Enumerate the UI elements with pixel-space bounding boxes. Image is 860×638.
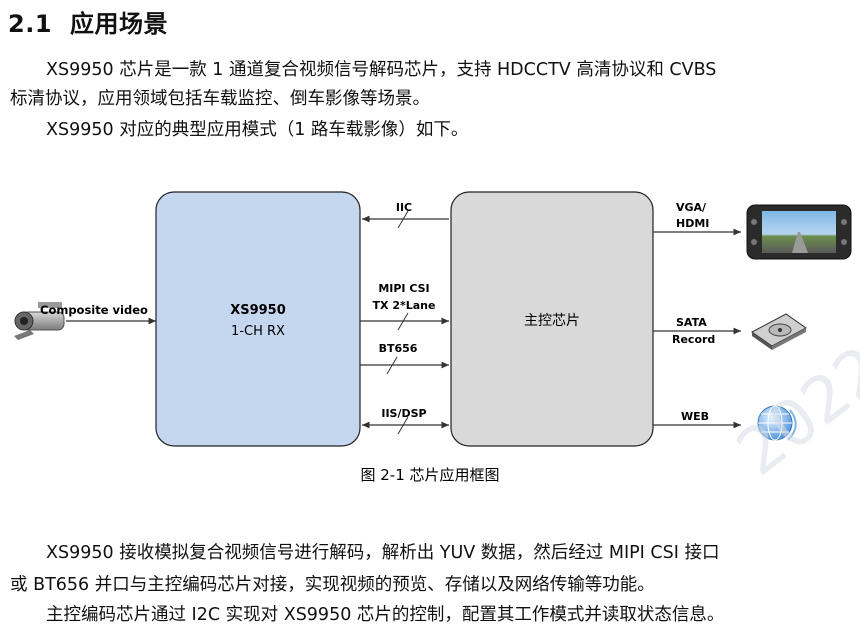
globe-icon <box>757 405 797 441</box>
body-line-2: 或 BT656 并口与主控编码芯片对接，实现视频的预览、存储以及网络传输等功能。 <box>10 575 655 595</box>
watermark: 2022-12-8 <box>724 228 860 490</box>
vga-label-line-1: VGA/ <box>676 201 707 214</box>
main-chip-block <box>450 191 654 447</box>
car-display-icon <box>746 204 852 260</box>
composite-video-label: Composite video <box>40 303 148 317</box>
iis-dsp-label: IIS/DSP <box>381 407 426 420</box>
body-line-1: XS9950 接收模拟复合视频信号进行解码，解析出 YUV 数据，然后经过 MI… <box>46 543 720 563</box>
hard-disk-icon <box>751 313 807 350</box>
intro-line-3: XS9950 对应的典型应用模式（1 路车载影像）如下。 <box>46 120 469 140</box>
sata-label-line-1: SATA <box>676 316 707 329</box>
mipi-label-line-2: TX 2*Lane <box>373 299 436 312</box>
chip-name-label: XS9950 <box>230 303 286 318</box>
section-heading: 2.1 应用场景 <box>8 4 168 39</box>
vga-label-line-2: HDMI <box>676 217 709 230</box>
iic-label: IIC <box>396 201 412 214</box>
main-chip-label: 主控芯片 <box>524 313 580 329</box>
section-number: 2.1 <box>8 10 53 38</box>
body-line-3: 主控编码芯片通过 I2C 实现对 XS9950 芯片的控制，配置其工作模式并读取… <box>46 605 725 625</box>
intro-line-2: 标清协议，应用领域包括车载监控、倒车影像等场景。 <box>10 89 430 109</box>
section-title: 应用场景 <box>70 10 169 38</box>
camera-icon <box>14 302 65 340</box>
intro-line-1: XS9950 芯片是一款 1 通道复合视频信号解码芯片，支持 HDCCTV 高清… <box>46 60 717 80</box>
chip-sub-label: 1-CH RX <box>231 324 285 339</box>
xs9950-chip-block <box>155 191 361 447</box>
figure-caption: 图 2-1 芯片应用框图 <box>360 466 499 484</box>
web-label: WEB <box>681 410 709 423</box>
bt656-label: BT656 <box>379 342 418 355</box>
mipi-label-line-1: MIPI CSI <box>378 282 429 295</box>
sata-label-line-2: Record <box>672 333 715 346</box>
